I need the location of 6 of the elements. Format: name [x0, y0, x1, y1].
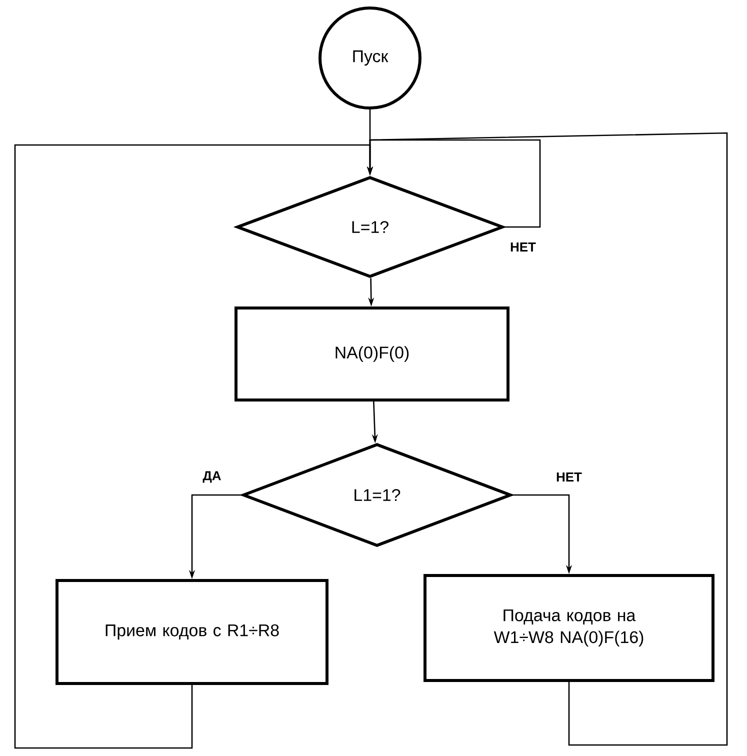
edge-label: НЕТ: [556, 472, 582, 482]
edge-label: ДА: [202, 471, 221, 483]
edge-label: НЕТ: [510, 242, 536, 252]
process-box: Подача кодов на W1÷W8 NA(0)F(16): [424, 574, 714, 682]
process-box: Прием кодов с R1÷R8: [56, 579, 328, 685]
process-box: NA(0)F(0): [234, 306, 510, 402]
